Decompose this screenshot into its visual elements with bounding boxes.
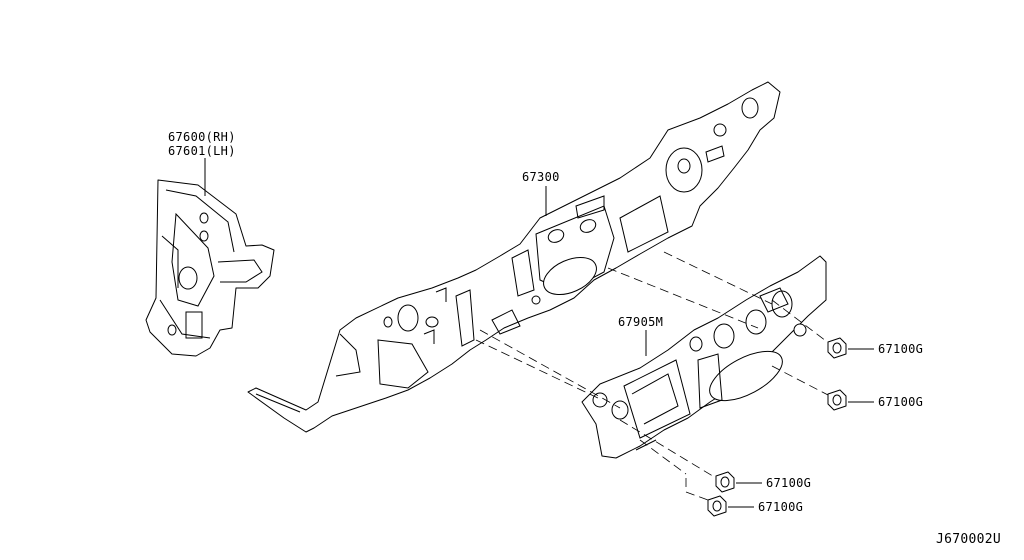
label-clip-3: 67100G	[766, 476, 812, 490]
label-clip-1: 67100G	[878, 342, 924, 356]
side-panel-part	[145, 179, 275, 357]
label-clip-2: 67100G	[878, 395, 924, 409]
clip-3	[715, 471, 735, 493]
dash-panel-part	[247, 81, 781, 433]
label-side-panel-rh: 67600(RH)	[168, 130, 236, 144]
insulator-part	[581, 255, 827, 459]
diagram-code: J670002U	[936, 532, 1002, 547]
label-clip-4: 67100G	[758, 500, 804, 514]
label-dash-panel: 67300	[522, 170, 560, 184]
label-side-panel-lh: 67601(LH)	[168, 144, 236, 158]
alignment-dashes	[475, 251, 831, 501]
clip-2	[827, 389, 847, 411]
label-insulator: 67905M	[618, 315, 664, 329]
clip-4	[707, 495, 727, 517]
clip-1	[827, 337, 847, 359]
